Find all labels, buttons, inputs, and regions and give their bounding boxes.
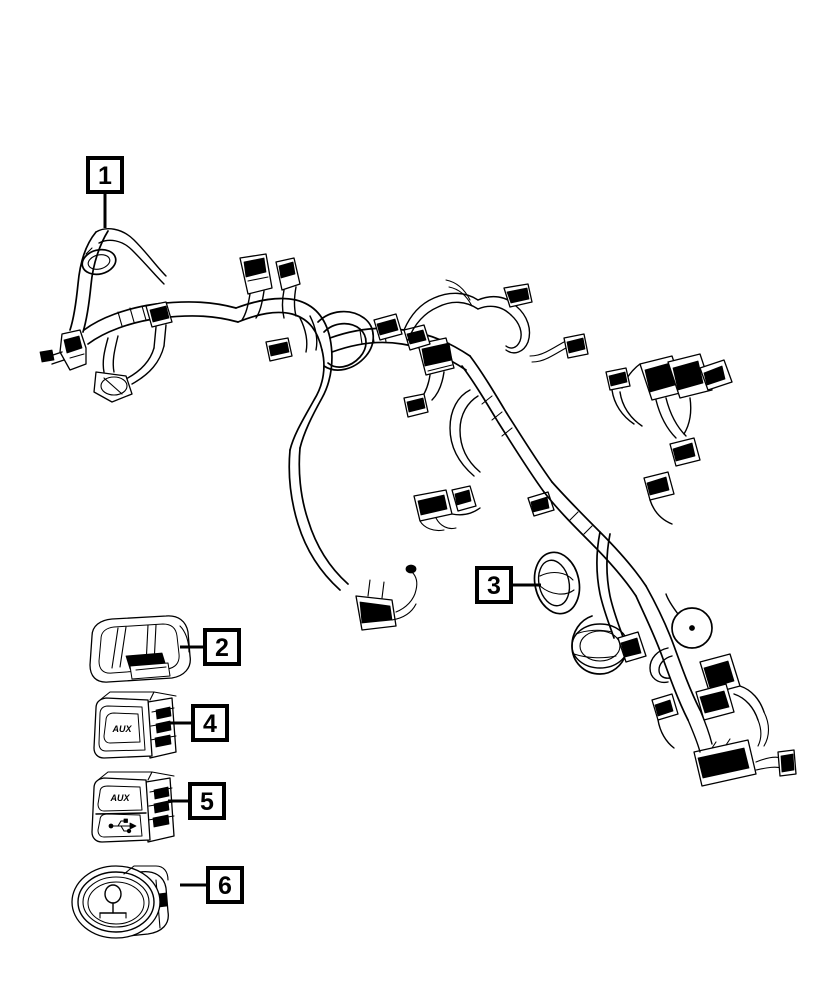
- harness-center-loop: [235, 297, 375, 451]
- callout-6-box[interactable]: [206, 866, 244, 904]
- usb-trident-icon: [108, 818, 137, 834]
- callout-3-number: 3: [487, 572, 501, 600]
- harness-bellows-boot: [571, 615, 647, 675]
- part-aux-usb-jack: AUX: [91, 771, 175, 843]
- callout-2[interactable]: 2: [180, 628, 241, 666]
- callout-2-number: 2: [215, 634, 229, 662]
- part-outlet-bezel: [89, 615, 191, 683]
- harness-right-connector-bank: [605, 353, 733, 525]
- part-grommet: [533, 551, 581, 615]
- callout-6-number: 6: [218, 872, 232, 900]
- harness-left-trunk: [83, 301, 239, 403]
- callout-1-box[interactable]: [86, 156, 124, 194]
- callout-4[interactable]: 4: [170, 704, 229, 742]
- aux-usb-jack-aux-label: AUX: [109, 793, 130, 803]
- callout-1-number: 1: [98, 162, 112, 190]
- harness-connector-cluster-a: [239, 253, 301, 321]
- harness-lower-left-branch: [288, 447, 418, 631]
- callout-3-box[interactable]: [475, 566, 513, 604]
- harness-right-trunk: [543, 481, 797, 787]
- harness-clip-cluster-c: [413, 485, 481, 532]
- callout-5[interactable]: 5: [168, 782, 226, 820]
- callout-2-box[interactable]: [203, 628, 241, 666]
- harness-mid-descend: [449, 355, 555, 517]
- harness-lower-right-branch: [687, 709, 713, 753]
- power-plug-icon: [99, 884, 127, 919]
- callout-5-number: 5: [200, 788, 214, 816]
- callout-4-box[interactable]: [191, 704, 229, 742]
- part-aux-jack: AUX: [93, 691, 177, 759]
- part-wiring-harness: [39, 228, 797, 787]
- callout-3[interactable]: 3: [475, 566, 541, 604]
- harness-left-upper-branch: [39, 228, 167, 371]
- harness-connector-cluster-b: [373, 313, 455, 418]
- callout-4-number: 4: [203, 710, 217, 738]
- callout-6[interactable]: 6: [180, 866, 244, 904]
- aux-jack-port-label: AUX: [111, 724, 132, 734]
- callout-1[interactable]: 1: [86, 156, 124, 228]
- harness-upper-center-branch: [403, 279, 589, 363]
- part-power-outlet: [71, 865, 169, 939]
- callout-5-box[interactable]: [188, 782, 226, 820]
